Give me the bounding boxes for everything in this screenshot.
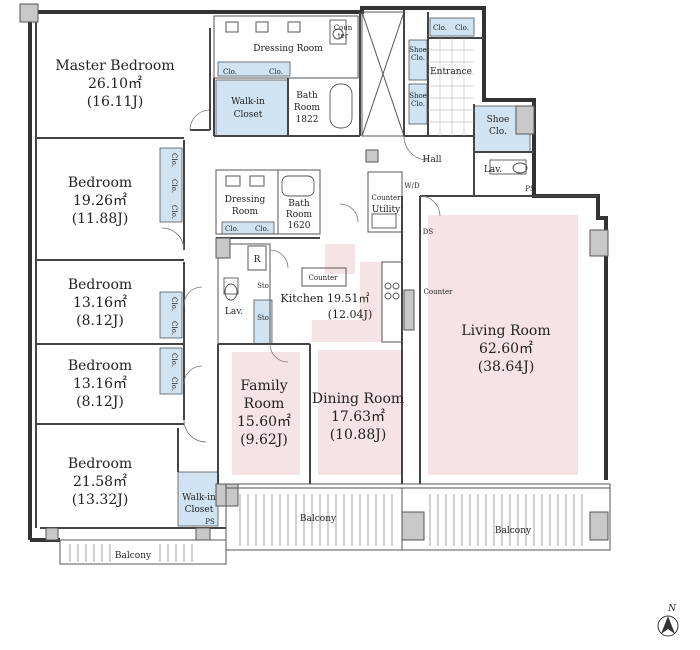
clo-entrance-2: Clo. <box>455 24 469 32</box>
counter-small-label: Counter <box>372 194 402 202</box>
balcony-label-right: Balcony <box>495 526 532 536</box>
bedroom2-closet <box>159 291 183 339</box>
shoe-clo-label-2: Clo. <box>411 100 425 108</box>
clo-b2-2: Clo. <box>170 321 178 335</box>
family-room-jo: (9.62J) <box>240 432 288 448</box>
kitchen-label: Kitchen 19.51㎡ <box>281 292 370 305</box>
family-room-label-2: Room <box>244 396 285 412</box>
bedroom-4-label: Bedroom <box>68 456 132 472</box>
north-label: N <box>667 604 677 614</box>
living-room-label: Living Room <box>461 323 550 339</box>
counter-top-label-1: Coun <box>334 24 353 32</box>
hall-label: Hall <box>423 155 442 165</box>
counter-kitchen-label: Counter <box>309 274 339 282</box>
bedroom1-closet <box>159 147 183 223</box>
utility-label: Utility <box>372 205 401 215</box>
clo-b1-3: Clo. <box>170 205 178 219</box>
dining-room-label: Dining Room <box>312 391 404 407</box>
clo-b2-1: Clo. <box>170 297 178 311</box>
walkin-closet-top <box>215 79 289 137</box>
sto-label-2: Sto <box>257 314 269 322</box>
walkin-closet-bottom <box>177 471 219 527</box>
kitchen-floor-3 <box>312 320 382 342</box>
entrance-closet-top <box>429 17 475 37</box>
bedroom-4-jo: (13.32J) <box>72 492 129 508</box>
bath-mid-code: 1620 <box>288 221 311 231</box>
clo-b3-2: Clo. <box>170 377 178 391</box>
dressing-mid-label-2: Room <box>232 207 259 217</box>
bedroom-3-jo: (8.12J) <box>76 394 124 410</box>
family-room-floor <box>232 352 300 475</box>
lav-hall-label: Lav. <box>484 165 502 175</box>
shoe-label-2: Shoe <box>409 92 427 100</box>
balcony-label-left: Balcony <box>115 551 152 561</box>
clo-b1-1: Clo. <box>170 153 178 167</box>
walkin-bottom-label-2: Closet <box>185 505 214 515</box>
balcony-label-center: Balcony <box>300 514 337 524</box>
storage-closet <box>253 299 273 345</box>
kitchen-name: Kitchen <box>281 292 324 305</box>
walkin-top-label-1: Walk-in <box>231 97 265 107</box>
bath-top-label-2: Room <box>294 103 321 113</box>
walkin-top-label-2: Closet <box>234 110 263 120</box>
north-arrow-icon <box>657 615 679 637</box>
bedroom-2-label: Bedroom <box>68 277 132 293</box>
ps-bottom-label: PS <box>205 518 215 526</box>
dining-room-area: 17.63㎡ <box>331 409 385 425</box>
walkin-bottom-label-1: Walk-in <box>182 493 216 503</box>
bedroom-1-jo: (11.88J) <box>72 211 129 227</box>
entrance-label: Entrance <box>430 67 472 77</box>
shoe-hall-label: Shoe <box>487 115 510 125</box>
bath-top-label-1: Bath <box>296 91 318 101</box>
bedroom-3-area: 13.16㎡ <box>73 376 127 392</box>
kitchen-floor <box>325 244 355 274</box>
living-room-jo: (38.64J) <box>478 359 535 375</box>
dining-room-jo: (10.88J) <box>330 427 387 443</box>
ps-hall-label: PS <box>525 185 535 193</box>
clo-b1-2: Clo. <box>170 179 178 193</box>
clo-entrance-1: Clo. <box>433 24 447 32</box>
bedroom3-closet <box>159 347 183 395</box>
dressing-mid-label-1: Dressing <box>225 195 266 205</box>
bedroom-1-label: Bedroom <box>68 175 132 191</box>
master-bedroom-jo: (16.11J) <box>87 94 144 110</box>
bath-mid-label-2: Room <box>286 210 313 220</box>
clo-b3-1: Clo. <box>170 353 178 367</box>
master-bedroom-label: Master Bedroom <box>55 58 174 74</box>
shoe-hall-clo-label: Clo. <box>489 127 507 137</box>
master-bedroom-area: 26.10㎡ <box>88 76 142 92</box>
shoe-label-1: Shoe <box>409 46 427 54</box>
dressing-room-top-label: Dressing Room <box>253 44 323 54</box>
sto-label-1: Sto <box>257 282 269 290</box>
bath-mid-label-1: Bath <box>288 199 310 209</box>
bedroom-2-jo: (8.12J) <box>76 313 124 329</box>
bedroom-1-area: 19.26㎡ <box>73 193 127 209</box>
clo-mid-2: Clo. <box>255 225 269 233</box>
refrigerator-label: R <box>254 255 261 265</box>
lav-label: Lav. <box>225 307 243 317</box>
wd-label: W/D <box>404 182 420 190</box>
family-room-area: 15.60㎡ <box>237 414 291 430</box>
ds-label: DS <box>423 228 434 236</box>
clo-top-1: Clo. <box>223 68 237 76</box>
clo-mid-1: Clo. <box>225 225 239 233</box>
clo-top-2: Clo. <box>269 68 283 76</box>
bedroom-2-area: 13.16㎡ <box>73 295 127 311</box>
bedroom-4-area: 21.58㎡ <box>73 474 127 490</box>
bedroom-3-label: Bedroom <box>68 358 132 374</box>
kitchen-jo: (12.04J) <box>328 308 372 321</box>
counter-top-label-2: ter <box>338 32 349 40</box>
dressing-top-closet <box>217 61 291 77</box>
dining-room-floor <box>318 350 402 475</box>
living-room-area: 62.60㎡ <box>479 341 533 357</box>
living-room-floor <box>428 215 578 475</box>
family-room-label-1: Family <box>240 378 287 394</box>
counter-side-label: Counter <box>424 288 454 296</box>
shoe-clo-label-1: Clo. <box>411 54 425 62</box>
bath-top-code: 1822 <box>296 115 319 125</box>
kitchen-area: 19.51㎡ <box>327 292 370 305</box>
